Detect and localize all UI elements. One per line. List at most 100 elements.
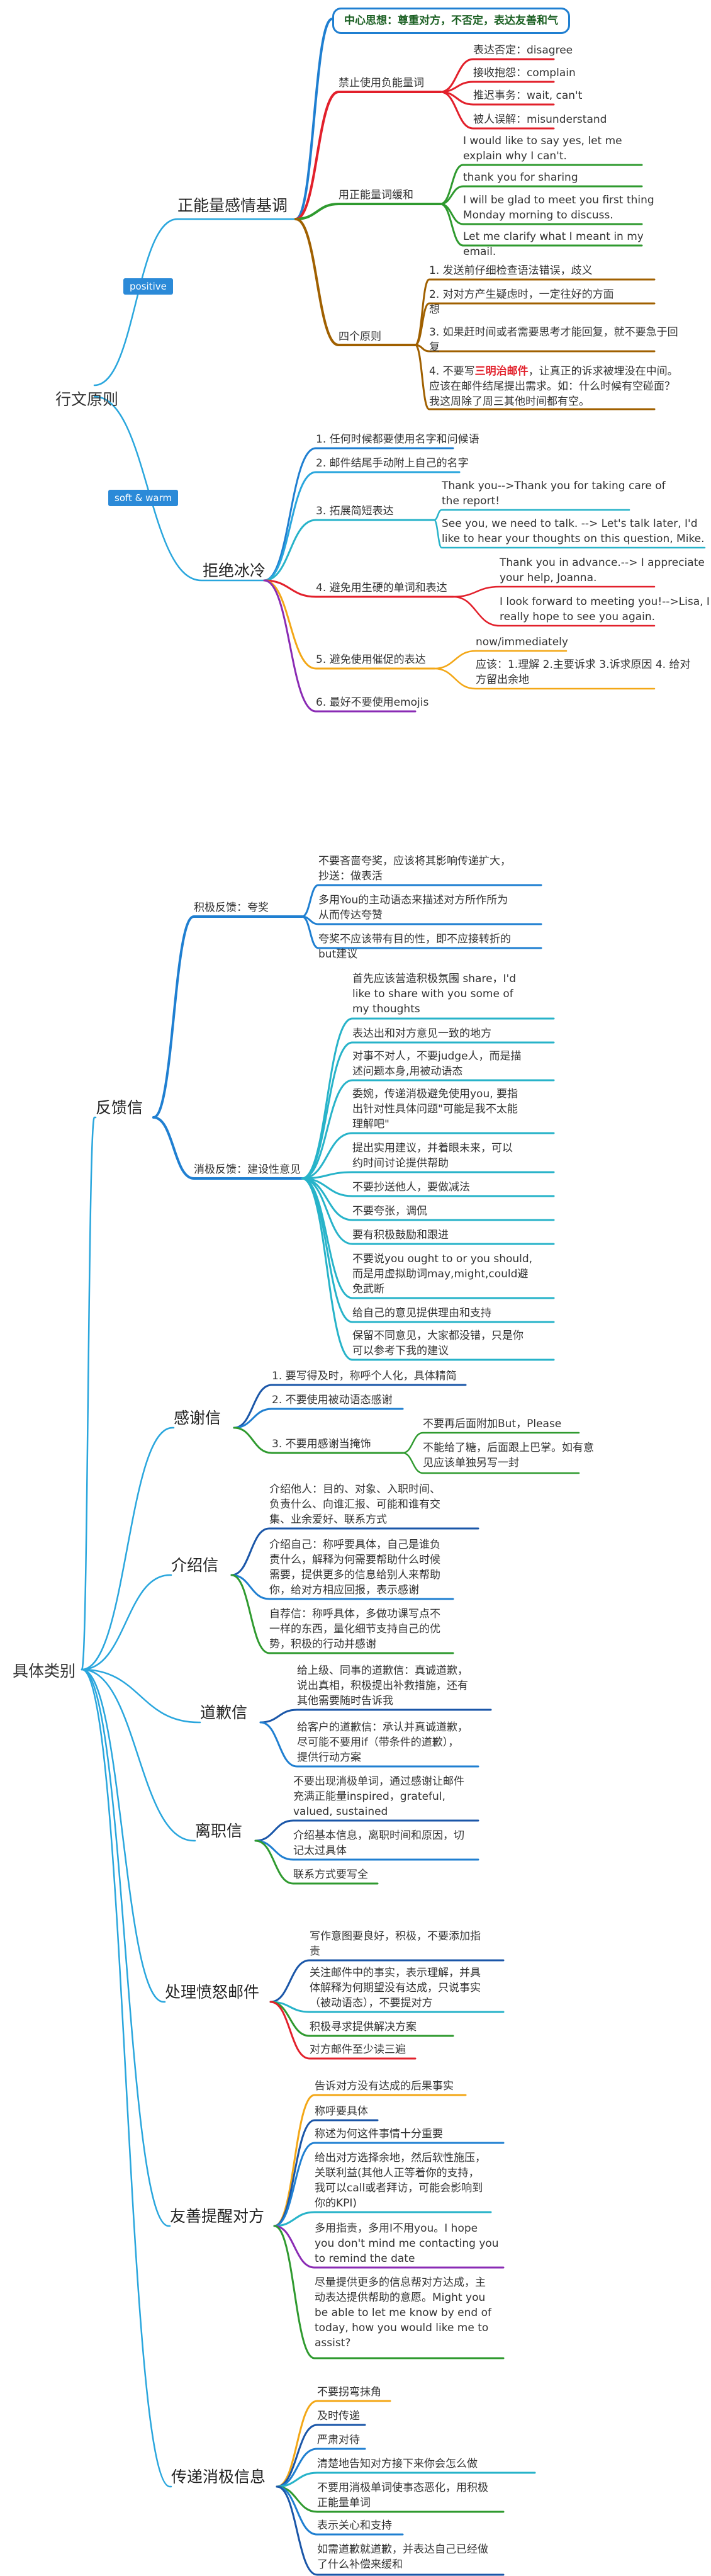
tag-soft-warm: soft & warm [108, 490, 179, 506]
root2-to-intro-line [81, 1574, 172, 1671]
four-principles-title: 四个原则 [339, 330, 381, 343]
thanks-3-sub-2-line [401, 1452, 580, 1474]
negative-item-7: 如需道歉就道歉，并表达自己已经做 了什么补偿来缓和 [317, 2543, 488, 2571]
negative-feedback-title: 消极反馈：建设性意见 [194, 1163, 301, 1176]
cold-item-5-sub-2: 应该：1.理解 2.主要诉求 3.诉求原因 4. 给对 方留出余地 [476, 658, 691, 686]
negative-item-5: 不要用消极单词使事态恶化，用积极 正能量单词 [317, 2482, 488, 2509]
intro-1-line [230, 1527, 479, 1576]
principle-line-2 [414, 302, 656, 346]
neg-fb-line-2 [301, 1041, 555, 1180]
resign-item-3: 联系方式要写全 [293, 1868, 368, 1881]
neg-fb-item-7: 不要夸张，调侃 [352, 1205, 427, 1217]
remind-4-line [273, 2211, 492, 2227]
cold-5-sub-1-line [433, 650, 568, 670]
principle-line-3 [414, 344, 656, 353]
root2-to-thanks-line [81, 1426, 175, 1671]
feedback-pos-line [152, 915, 303, 1119]
positive-to-four-line [294, 218, 417, 346]
remind-item-6: 尽量提供更多的信息帮对方达成，主 动表达提供帮助的意愿。Might you be… [315, 2276, 491, 2349]
negative-3-line [276, 2448, 366, 2488]
negative-info-title: 传递消极信息 [171, 2468, 266, 2486]
apology-item-2: 给客户的道歉信：承认并真诚道歉， 尽可能不要用if（带条件的道歉）， 提供行动方… [297, 1721, 468, 1764]
ban-negative-words-title: 禁止使用负能量词 [339, 77, 424, 89]
remind-item-1: 告诉对方没有达成的后果事实 [315, 2080, 454, 2093]
positive-words-title: 用正能量词缓和 [339, 189, 413, 201]
neg-fb-line-10 [301, 1177, 555, 1323]
neg-fb-item-11: 保留不同意见，大家都没错，只是你 可以参考下我的建议 [352, 1330, 523, 1357]
thanks-2-line [233, 1408, 404, 1429]
intro-3-line [230, 1574, 454, 1654]
thanks-item-3-sub-2: 不能给了糖，后面跟上巴掌。如有意 见应该单独另写一封 [423, 1442, 594, 1469]
intro-title: 介绍信 [171, 1556, 219, 1574]
neg-fb-line-11 [301, 1177, 555, 1361]
principle-4-suffix: ，让真正的诉求被埋没在中间。 应该在邮件结尾提出需求。如：什么时候有空碰面？ 我… [429, 365, 678, 408]
negative-item-4: 清楚地告知对方接下来你会怎么做 [317, 2458, 478, 2470]
root-to-cold-line [93, 395, 266, 582]
root2-to-feedback-line [81, 1116, 97, 1671]
cold-item-6: 6. 最好不要使用emojis [316, 696, 429, 709]
root-writing-principles: 行文原则 [55, 390, 119, 409]
negative-7-line [276, 2485, 505, 2576]
remind-item-5: 多用指责，多用I不用you。I hope you don't mind me c… [315, 2222, 499, 2265]
angry-1-line [269, 1959, 505, 2003]
cold-3-sub-1-line [433, 509, 630, 521]
root-to-positive-line [93, 218, 297, 387]
cold-item-4-sub-2: I look forward to meeting you!-->Lisa, I… [500, 596, 710, 623]
cold-3-line [263, 519, 435, 582]
neg-fb-item-3: 对事不对人，不要judge人，而是描 述问题本身,用被动语态 [352, 1050, 522, 1078]
pos-fb-item-3: 夸奖不应该带有目的性，即不应接转折的 but建议 [318, 933, 511, 961]
positive-item-1: I would like to say yes, let me explain … [463, 135, 622, 162]
ban-item-line-4 [439, 91, 555, 130]
thanks-3-sub-1-line [401, 1432, 580, 1454]
angry-4-line [269, 2001, 417, 2060]
apology-1-line [259, 1709, 492, 1724]
pos-fb-item-2: 多用You的主动语态来描述对方所作所为 从而传达夸赞 [318, 894, 508, 922]
neg-fb-item-2: 表达出和对方意见一致的地方 [352, 1027, 491, 1040]
core-thought-box: 中心思想：尊重对方，不否定，表达友善和气 [332, 8, 570, 34]
cold-item-4: 4. 避免用生硬的单词和表达 [316, 582, 447, 594]
thanks-item-3-sub-1: 不要再后面附加But，Please [423, 1418, 562, 1430]
apology-item-1: 给上级、同事的道歉信：真诚道歉， 说出真相，积极提出补救措施，还有 其他需要随时… [297, 1664, 468, 1707]
negative-item-3: 严肃对待 [317, 2434, 360, 2446]
resign-3-line [254, 1839, 379, 1885]
neg-fb-line-8 [301, 1177, 555, 1245]
remind-title: 友善提醒对方 [170, 2207, 265, 2225]
principle-4-prefix: 4. 不要写 [429, 365, 475, 378]
positive-feedback-title: 积极反馈：夸奖 [194, 901, 269, 914]
angry-title: 处理愤怒邮件 [165, 1983, 260, 2001]
ban-item-1: 表达否定：disagree [473, 44, 573, 57]
cold-3-sub-2-line [433, 519, 706, 549]
cold-item-3: 3. 拓展简短表达 [316, 505, 394, 517]
cold-2-line [263, 471, 461, 582]
principle-3: 3. 如果赶时间或者需要思考才能回复，就不要急于回 复 [429, 326, 678, 354]
pos-fb-line-3 [301, 915, 542, 949]
intro-item-1: 介绍他人：目的、对象、入职时间、 负责什么、向谁汇报、可能和谁有交 集、业余爱好… [269, 1483, 440, 1526]
angry-item-4: 对方邮件至少读三遍 [310, 2043, 406, 2056]
thanks-item-3: 3. 不要用感谢当掩饰 [272, 1438, 371, 1450]
negative-6-line [276, 2485, 404, 2536]
cold-5-sub-2-line [433, 667, 656, 690]
positive-tone-title: 正能量感情基调 [177, 196, 288, 215]
angry-item-2: 关注邮件中的事实，表示理解，并具 体解释为何期望没有达成，只说事实 （被动语态）… [310, 1967, 481, 2009]
cold-5-line [263, 579, 435, 670]
remind-item-2: 称呼要具体 [315, 2105, 368, 2118]
principle-4-highlight: 三明治邮件 [474, 365, 529, 378]
remind-5-line [273, 2225, 505, 2269]
apology-2-line [259, 1721, 479, 1768]
positive-item-2: thank you for sharing [463, 171, 578, 184]
ban-item-line-1 [439, 58, 555, 93]
negative-4-line [276, 2471, 536, 2488]
cold-4-sub-1-line [452, 585, 656, 598]
cold-4-line [263, 579, 454, 598]
remind-item-4: 给出对方选择余地，然后软性施压， 关联利益(其他人正等着你的支持， 我可以cal… [315, 2152, 486, 2210]
pos-item-line-2 [439, 185, 643, 205]
neg-fb-item-1: 首先应该营造积极氛围 share，I'd like to share with … [352, 973, 517, 1015]
root2-to-resign-line [81, 1668, 196, 1842]
thanks-1-line [233, 1384, 467, 1429]
pos-item-line-4 [439, 203, 643, 247]
cold-item-5-sub-1: now/immediately [476, 636, 568, 648]
pos-fb-line-1 [301, 884, 542, 918]
neg-fb-item-9: 不要说you ought to or you should, 而是用虚拟助词ma… [352, 1253, 533, 1296]
negative-item-6: 表示关心和支持 [317, 2519, 392, 2532]
